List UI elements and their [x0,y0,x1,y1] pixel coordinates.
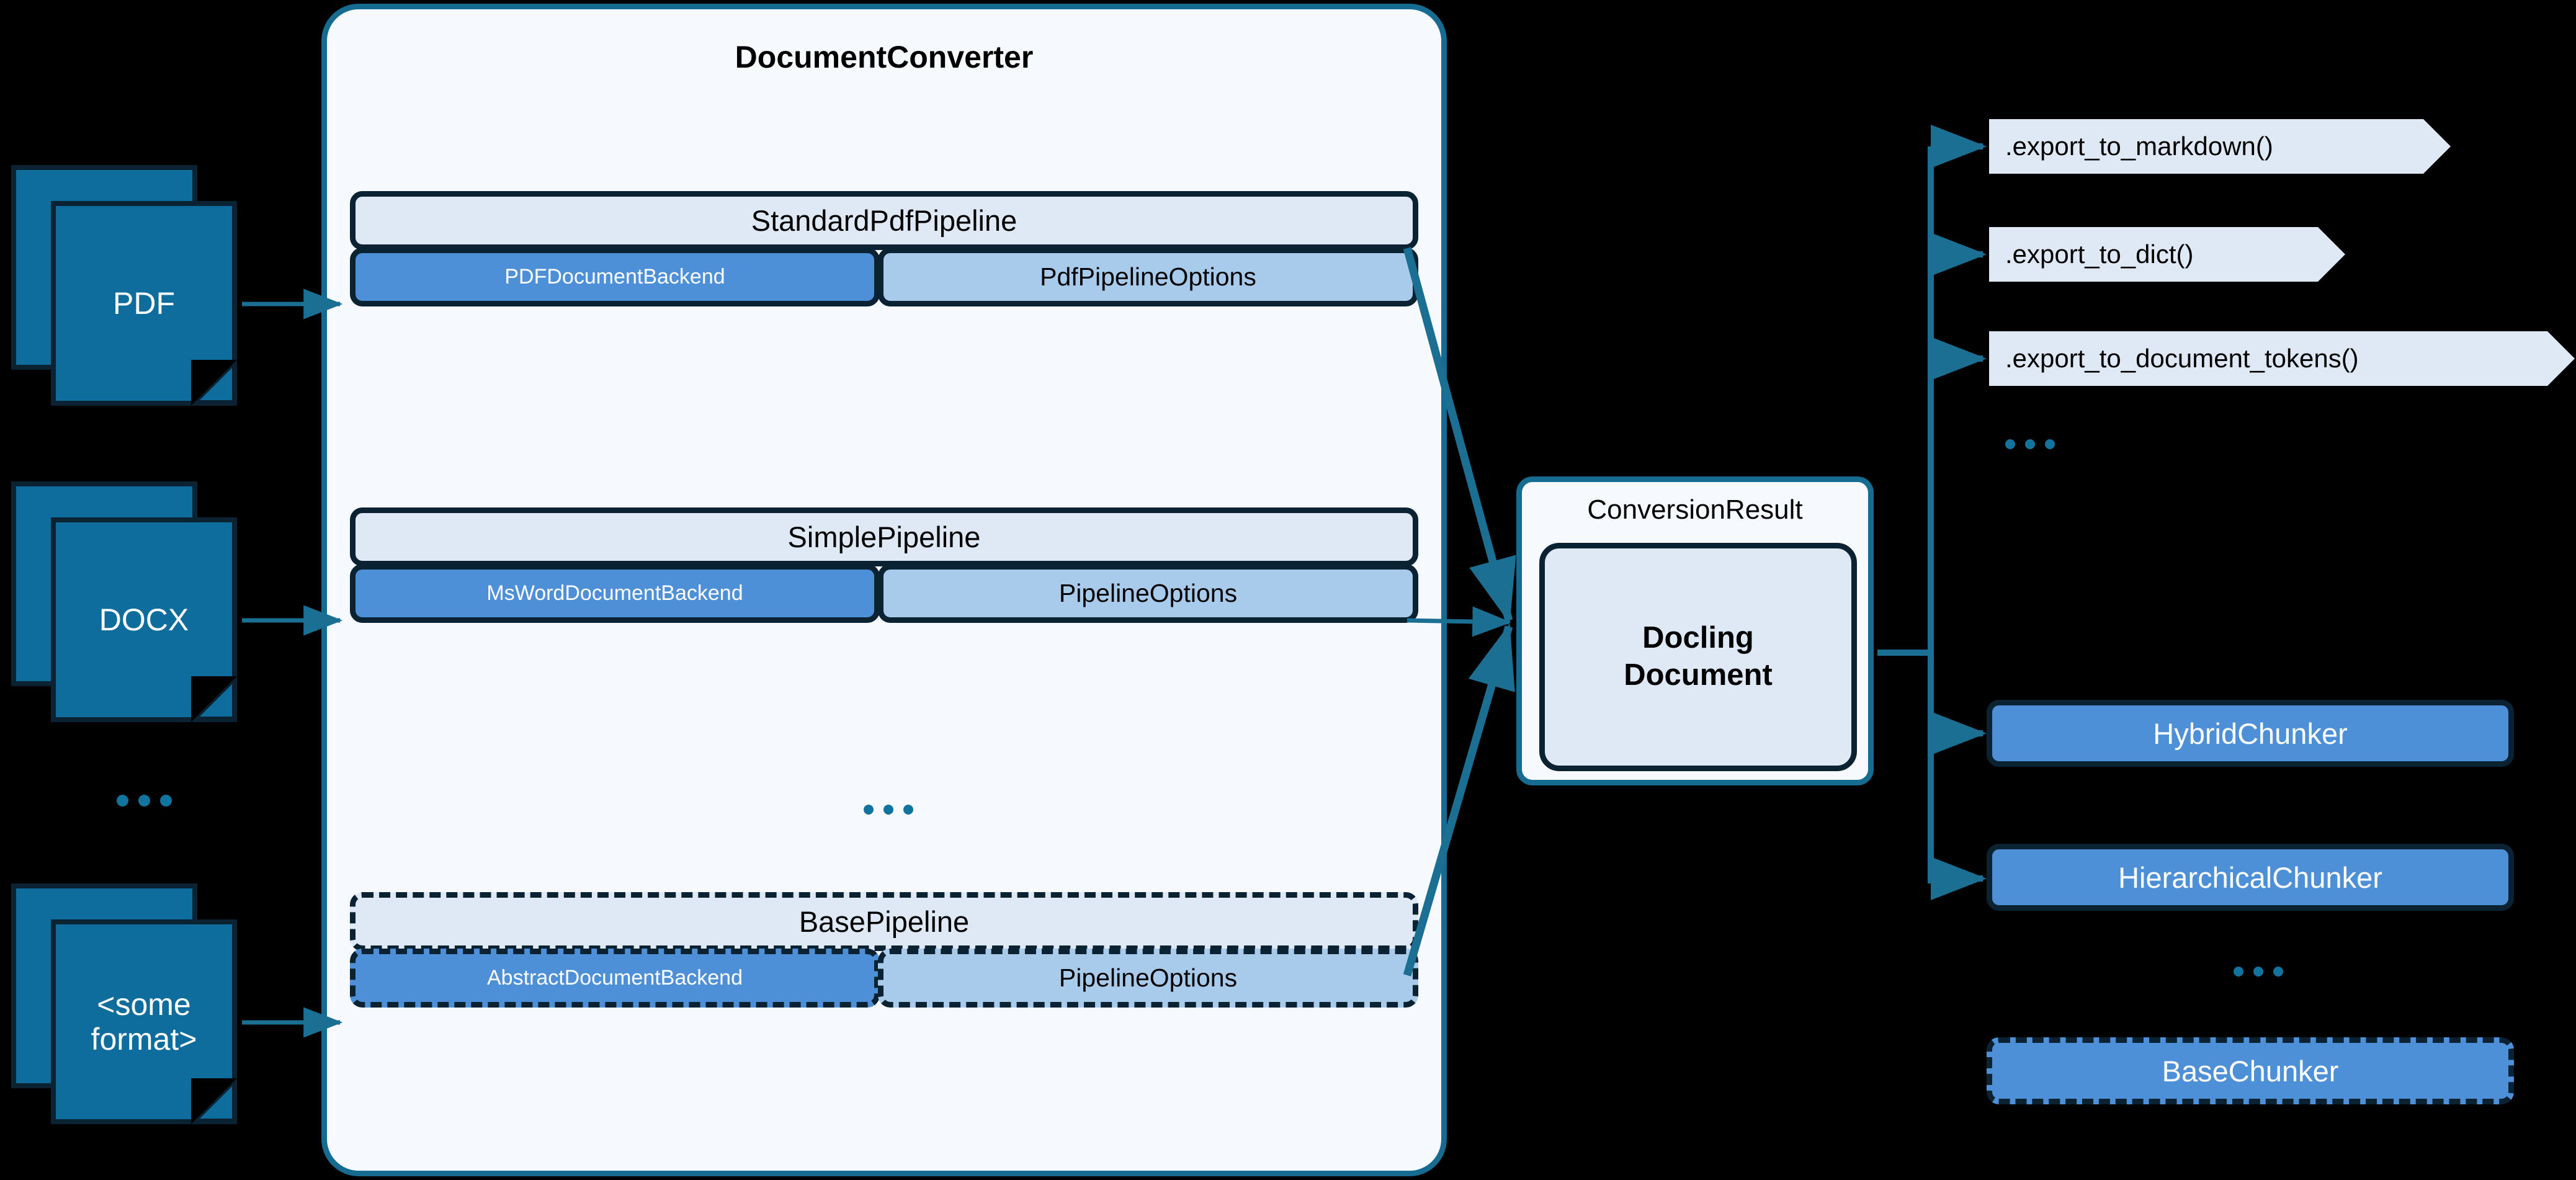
dot-icon [2005,439,2015,449]
input-file-label-line1: <some [97,987,191,1022]
file-front-sheet: <some format> [51,919,237,1124]
dot-icon [864,805,874,815]
conversion-result-container: ConversionResult Docling Document [1516,476,1874,785]
dot-icon [138,795,150,807]
input-files-ellipsis [117,795,172,807]
dot-icon [2025,439,2035,449]
chunker-hierarchical[interactable]: HierarchicalChunker [1987,844,2514,911]
export-method-markdown[interactable]: .export_to_markdown() [1989,119,2451,174]
pipeline-standard-pdf[interactable]: StandardPdfPipeline PDFDocumentBackend P… [350,191,1418,306]
pipeline-name: SimplePipeline [350,507,1418,566]
docling-document-box[interactable]: Docling Document [1539,543,1857,771]
dot-icon [903,805,913,815]
dot-icon [2234,967,2243,977]
pipeline-components: AbstractDocumentBackend PipelineOptions [350,949,1418,1008]
docling-document-line2: Document [1624,658,1773,692]
pipeline-simple[interactable]: SimplePipeline MsWordDocumentBackend Pip… [350,507,1418,623]
pipeline-options[interactable]: PipelineOptions [878,949,1418,1008]
dot-icon [2273,967,2283,977]
pipeline-options[interactable]: PipelineOptions [878,564,1418,623]
input-file-label: PDF [113,286,175,321]
pipeline-components: PDFDocumentBackend PdfPipelineOptions [350,248,1418,306]
pipeline-name: StandardPdfPipeline [350,191,1418,250]
export-methods-ellipsis [2005,439,2055,449]
docling-document-line1: Docling [1642,621,1754,655]
page-fold-icon [191,360,237,406]
dot-icon [883,805,893,815]
pipeline-name: BasePipeline [350,892,1418,951]
page-fold-icon [191,1078,237,1124]
input-file-label: DOCX [99,602,189,637]
dot-icon [2253,967,2263,977]
input-file-docx[interactable]: DOCX [11,481,244,727]
dot-icon [117,795,128,807]
chunkers-ellipsis [2234,967,2283,977]
conversion-result-title: ConversionResult [1587,494,1803,525]
document-converter-title: DocumentConverter [735,40,1034,74]
pipeline-backend[interactable]: MsWordDocumentBackend [350,564,880,623]
pipeline-options[interactable]: PdfPipelineOptions [878,248,1418,306]
export-method-document-tokens[interactable]: .export_to_document_tokens() [1989,331,2575,386]
chunker-hybrid[interactable]: HybridChunker [1987,700,2514,767]
file-front-sheet: PDF [51,201,237,406]
input-file-label-line2: format> [91,1022,197,1057]
file-front-sheet: DOCX [51,517,237,722]
dot-icon [160,795,172,807]
input-file-pdf[interactable]: PDF [11,165,244,411]
pipeline-components: MsWordDocumentBackend PipelineOptions [350,564,1418,623]
pipeline-backend[interactable]: PDFDocumentBackend [350,248,880,306]
dot-icon [2045,439,2055,449]
pipelines-ellipsis [864,805,913,815]
page-fold-icon [191,676,237,722]
export-method-dict[interactable]: .export_to_dict() [1989,227,2345,282]
input-file-some-format[interactable]: <some format> [11,883,244,1129]
pipeline-base[interactable]: BasePipeline AbstractDocumentBackend Pip… [350,892,1418,1008]
chunker-base[interactable]: BaseChunker [1987,1037,2514,1104]
edge-result-to-branch-trunk [1877,146,1934,883]
pipeline-backend[interactable]: AbstractDocumentBackend [350,949,880,1008]
